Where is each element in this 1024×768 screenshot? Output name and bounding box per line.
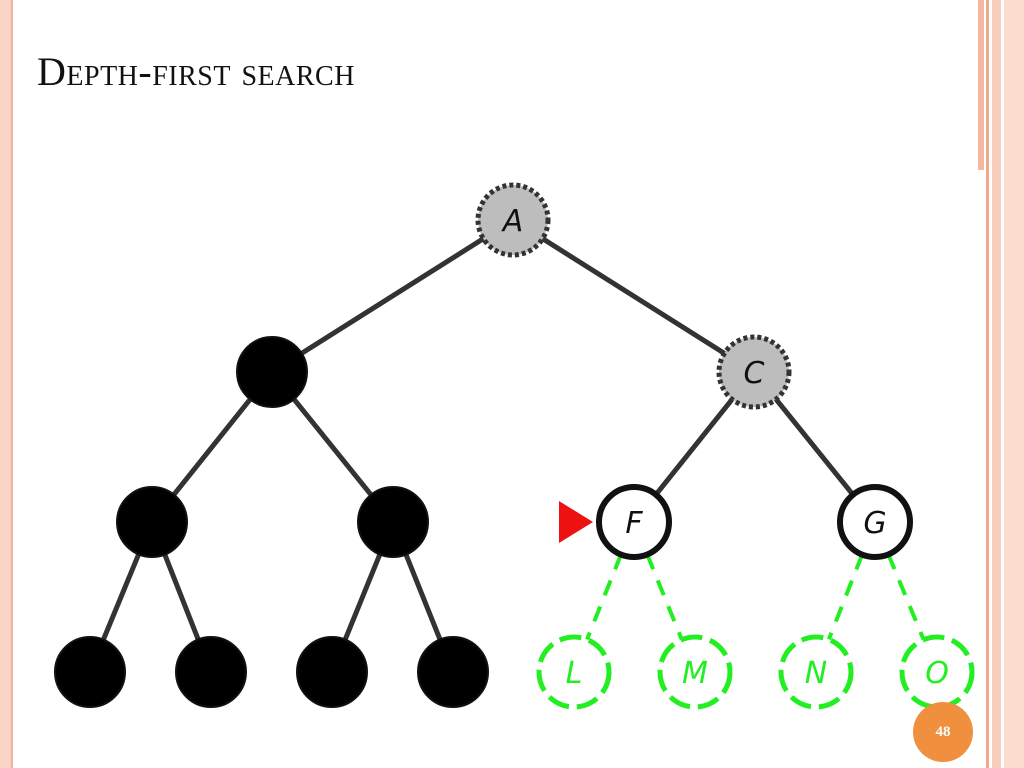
tree-node-circle bbox=[837, 484, 913, 560]
page-number-badge: 48 bbox=[913, 702, 973, 762]
tree-node-J bbox=[296, 636, 368, 708]
tree-edge-E-K bbox=[403, 553, 443, 641]
tree-node-label: F bbox=[625, 506, 643, 541]
left-border-decoration bbox=[0, 0, 13, 768]
tree-node-H bbox=[54, 636, 126, 708]
tree-node-G: G bbox=[837, 484, 913, 560]
right-border-stripe bbox=[992, 0, 1001, 768]
tree-edge-F-L bbox=[585, 553, 623, 641]
tree-node-circle bbox=[236, 336, 308, 408]
tree-node-label: O bbox=[925, 656, 949, 691]
right-border-stripe bbox=[978, 0, 984, 170]
tree-edge-D-I bbox=[162, 553, 201, 641]
tree-node-circle bbox=[175, 636, 247, 708]
tree-node-B bbox=[236, 336, 308, 408]
slide-title: Depth-first search bbox=[37, 49, 355, 94]
tree-node-circle bbox=[778, 634, 854, 710]
tree-node-circle bbox=[536, 634, 612, 710]
tree-edge-C-F bbox=[653, 397, 735, 497]
tree-edge-A-C bbox=[541, 236, 726, 356]
tree-node-E bbox=[357, 486, 429, 558]
tree-edge-G-N bbox=[826, 553, 865, 641]
tree-node-C: C bbox=[716, 334, 792, 410]
tree-node-circle bbox=[596, 484, 672, 560]
tree-node-N: N bbox=[778, 634, 854, 710]
tree-node-K bbox=[417, 636, 489, 708]
tree-edge-D-H bbox=[101, 553, 141, 641]
tree-edge-F-M bbox=[645, 553, 684, 641]
tree-node-circle bbox=[357, 486, 429, 558]
current-node-pointer-icon bbox=[559, 501, 593, 543]
tree-node-circle bbox=[417, 636, 489, 708]
tree-node-I bbox=[175, 636, 247, 708]
page-number: 48 bbox=[935, 723, 951, 740]
tree-node-circle bbox=[716, 334, 792, 410]
tree-edge-A-B bbox=[300, 236, 485, 356]
tree-node-circle bbox=[296, 636, 368, 708]
tree-node-label: A bbox=[501, 204, 524, 239]
tree-edge-C-G bbox=[774, 397, 855, 497]
right-border-stripe bbox=[1004, 0, 1024, 768]
tree-edge-B-E bbox=[292, 397, 373, 497]
tree-node-label: G bbox=[863, 506, 886, 541]
tree-node-D bbox=[116, 486, 188, 558]
tree-node-circle bbox=[657, 634, 733, 710]
tree-node-M: M bbox=[657, 634, 733, 710]
tree-edge-G-O bbox=[886, 553, 926, 641]
tree-node-circle bbox=[116, 486, 188, 558]
tree-node-circle bbox=[475, 182, 551, 258]
tree-node-circle bbox=[899, 634, 975, 710]
tree-node-label: M bbox=[682, 656, 708, 691]
tree-node-label: C bbox=[744, 356, 765, 391]
tree-node-label: N bbox=[805, 656, 827, 691]
tree-node-label: L bbox=[566, 656, 583, 691]
tree-node-O: O bbox=[899, 634, 975, 710]
tree-node-L: L bbox=[536, 634, 612, 710]
tree-node-circle bbox=[54, 636, 126, 708]
tree-edge-B-D bbox=[171, 397, 253, 497]
tree-edge-E-J bbox=[342, 553, 383, 641]
tree-node-F: F bbox=[596, 484, 672, 560]
right-border-stripe bbox=[986, 0, 989, 768]
tree-node-A: A bbox=[475, 182, 551, 258]
